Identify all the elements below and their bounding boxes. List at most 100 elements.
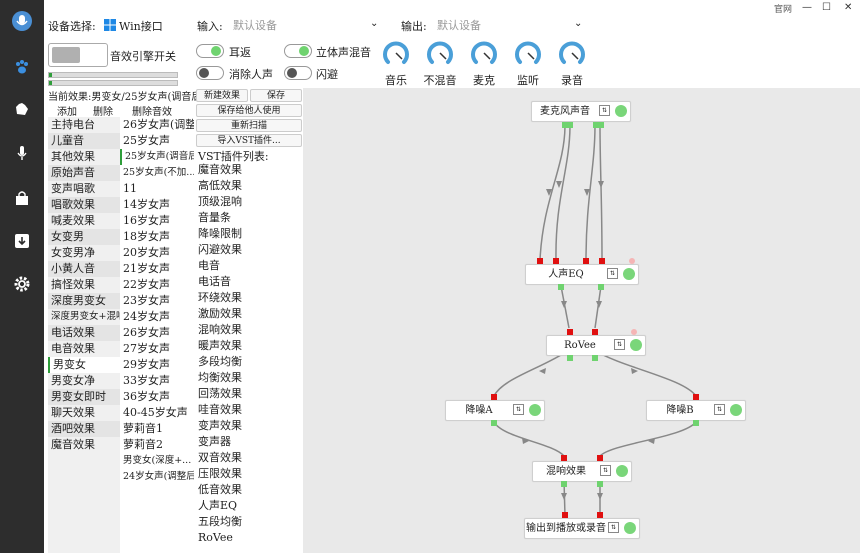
preset-item[interactable]: 21岁女声: [123, 262, 170, 275]
category-item[interactable]: 搞怪效果: [51, 278, 95, 291]
vst-plugin-item[interactable]: 压限效果: [198, 467, 242, 480]
volume-knob[interactable]: [557, 38, 587, 68]
device-select[interactable]: Win接口: [119, 20, 163, 33]
vst-plugin-item[interactable]: 暖声效果: [198, 339, 242, 352]
category-item[interactable]: 主持电台: [51, 118, 95, 131]
volume-knob[interactable]: [469, 38, 499, 68]
vst-plugin-item[interactable]: 多段均衡: [198, 355, 242, 368]
vst-plugin-item[interactable]: 哇音效果: [198, 403, 242, 416]
connection-port[interactable]: [592, 355, 598, 361]
import-vst-button[interactable]: 导入VST插件...: [196, 134, 302, 147]
category-item[interactable]: 变声唱歌: [51, 182, 95, 195]
connection-port[interactable]: [562, 122, 568, 128]
remove-voice-toggle[interactable]: [196, 66, 224, 80]
vst-plugin-item[interactable]: 人声EQ: [198, 499, 238, 512]
connection-port[interactable]: [597, 512, 603, 518]
vst-plugin-item[interactable]: 魔音效果: [198, 163, 242, 176]
swap-icon[interactable]: ⇅: [714, 404, 725, 415]
duck-toggle[interactable]: [284, 66, 312, 80]
new-effect-button[interactable]: 新建效果: [196, 89, 248, 102]
status-led-icon[interactable]: [630, 339, 642, 351]
vst-plugin-item[interactable]: 低音效果: [198, 483, 242, 496]
connection-port[interactable]: [598, 122, 604, 128]
delete-effect-button[interactable]: 删除音效: [132, 107, 172, 118]
preset-item[interactable]: 25岁女声: [123, 134, 170, 147]
vst-plugin-item[interactable]: 电话音: [198, 275, 231, 288]
vst-plugin-item[interactable]: 闪避效果: [198, 243, 242, 256]
engine-switch[interactable]: [48, 43, 108, 67]
preset-item[interactable]: 40-45岁女声: [123, 406, 188, 419]
graph-node-reverb[interactable]: 混响效果⇅: [532, 461, 632, 482]
swap-icon[interactable]: ⇅: [608, 522, 619, 533]
swap-icon[interactable]: ⇅: [513, 404, 524, 415]
category-item[interactable]: 深度男变女: [48, 293, 120, 309]
volume-knob[interactable]: [381, 38, 411, 68]
vst-plugin-item[interactable]: 回荡效果: [198, 387, 242, 400]
rescan-button[interactable]: 重新扫描: [196, 119, 302, 132]
mic-icon[interactable]: [10, 141, 34, 165]
vst-plugin-item[interactable]: 五段均衡: [198, 515, 242, 528]
preset-item[interactable]: 25岁女声(不加...: [123, 167, 194, 178]
category-item[interactable]: 原始声音: [48, 165, 120, 181]
connection-port[interactable]: [592, 329, 598, 335]
input-device-select[interactable]: 默认设备: [233, 19, 277, 32]
effect-graph-canvas[interactable]: 麦克风声音⇅人声EQ⇅RoVee⇅降噪A⇅降噪B⇅混响效果⇅输出到播放或录音⇅: [303, 88, 860, 553]
connection-port[interactable]: [567, 355, 573, 361]
output-device-select[interactable]: 默认设备: [437, 19, 481, 32]
preset-item[interactable]: 36岁女声: [123, 390, 170, 403]
vst-plugin-item[interactable]: 变声效果: [198, 419, 242, 432]
graph-node-nr-a[interactable]: 降噪A⇅: [445, 400, 545, 421]
hand-icon[interactable]: [10, 97, 34, 121]
status-led-icon[interactable]: [615, 105, 627, 117]
category-item[interactable]: 女变男净: [51, 246, 95, 259]
connection-port[interactable]: [567, 122, 573, 128]
connection-port[interactable]: [597, 481, 603, 487]
vst-plugin-item[interactable]: 均衡效果: [198, 371, 242, 384]
vst-plugin-item[interactable]: 电音: [198, 259, 220, 272]
category-item[interactable]: 喊麦效果: [51, 214, 95, 227]
stereo-mix-toggle[interactable]: [284, 44, 312, 58]
connection-port[interactable]: [693, 420, 699, 426]
official-site-link[interactable]: 官网: [774, 5, 793, 15]
preset-item[interactable]: 18岁女声: [123, 230, 170, 243]
vst-plugin-item[interactable]: 顶级混响: [198, 195, 242, 208]
graph-node-mic[interactable]: 麦克风声音⇅: [531, 101, 631, 122]
vst-plugin-item[interactable]: 激励效果: [198, 307, 242, 320]
close-button[interactable]: ✕: [844, 2, 853, 13]
preset-item[interactable]: 27岁女声: [123, 342, 170, 355]
connection-port[interactable]: [491, 394, 497, 400]
connection-port[interactable]: [537, 258, 543, 264]
preset-item[interactable]: 14岁女声: [123, 198, 170, 211]
connection-port[interactable]: [561, 481, 567, 487]
graph-node-rovee[interactable]: RoVee⇅: [546, 335, 646, 356]
chevron-down-icon[interactable]: ⌄: [370, 18, 379, 29]
vst-plugin-item[interactable]: RoVee: [198, 531, 233, 544]
category-item[interactable]: 唱歌效果: [48, 197, 120, 213]
connection-port[interactable]: [583, 258, 589, 264]
connection-port[interactable]: [598, 284, 604, 290]
microphone-logo-icon[interactable]: [10, 9, 34, 33]
graph-node-nr-b[interactable]: 降噪B⇅: [646, 400, 746, 421]
gear-icon[interactable]: [10, 272, 34, 296]
category-item[interactable]: 酒吧效果: [48, 421, 120, 437]
connection-port[interactable]: [631, 329, 637, 335]
swap-icon[interactable]: ⇅: [607, 268, 618, 279]
status-led-icon[interactable]: [529, 404, 541, 416]
category-item[interactable]: 深度男变女+混响: [51, 311, 120, 322]
connection-port[interactable]: [558, 284, 564, 290]
preset-item[interactable]: 20岁女声: [123, 246, 170, 259]
connection-port[interactable]: [597, 455, 603, 461]
minimize-button[interactable]: —: [802, 2, 812, 13]
status-led-icon[interactable]: [616, 465, 628, 477]
vst-plugin-item[interactable]: 音量条: [198, 211, 231, 224]
vst-plugin-item[interactable]: 环绕效果: [198, 291, 242, 304]
category-item[interactable]: 电话效果: [48, 325, 120, 341]
category-item[interactable]: 男变女净: [51, 374, 95, 387]
graph-node-out[interactable]: 输出到播放或录音⇅: [524, 518, 640, 539]
connection-port[interactable]: [553, 258, 559, 264]
connection-port[interactable]: [629, 258, 635, 264]
volume-knob[interactable]: [425, 38, 455, 68]
preset-item[interactable]: 26岁女声(调整后): [123, 118, 194, 131]
paw-icon[interactable]: [10, 55, 34, 79]
swap-icon[interactable]: ⇅: [614, 339, 625, 350]
